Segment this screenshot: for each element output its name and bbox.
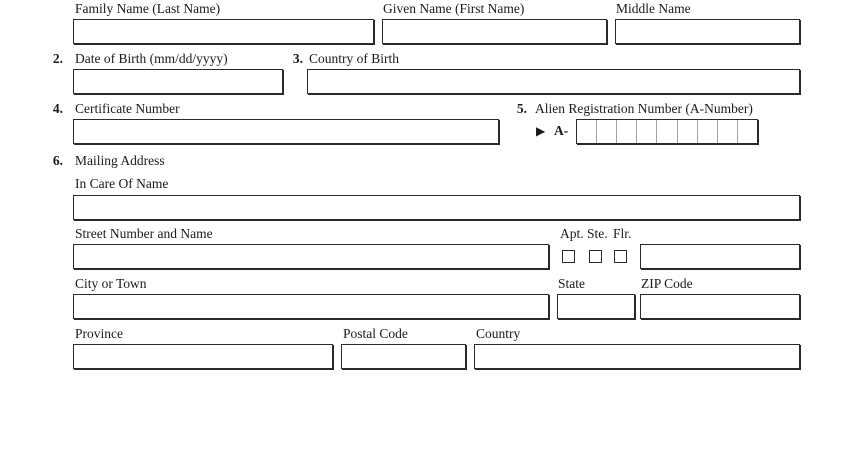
a-number-digit-cell[interactable] xyxy=(738,120,757,143)
dob-input[interactable] xyxy=(74,70,282,93)
a-number-digit-cell[interactable] xyxy=(678,120,698,143)
zip-field[interactable] xyxy=(640,294,800,319)
zip-input[interactable] xyxy=(641,295,799,318)
city-input[interactable] xyxy=(74,295,548,318)
street-field[interactable] xyxy=(73,244,549,269)
a-number-digit-cell[interactable] xyxy=(657,120,678,143)
apt-number-field[interactable] xyxy=(640,244,800,269)
province-input[interactable] xyxy=(74,345,332,368)
country-label: Country xyxy=(476,326,521,341)
a-number-digit-cell[interactable] xyxy=(637,120,658,143)
province-field[interactable] xyxy=(73,344,333,369)
country-input[interactable] xyxy=(475,345,799,368)
dob-field[interactable] xyxy=(73,69,283,94)
a-number-digit-cell[interactable] xyxy=(577,120,598,143)
flr-checkbox[interactable] xyxy=(614,250,627,263)
apt-label: Apt. xyxy=(560,226,584,241)
province-label: Province xyxy=(75,326,123,341)
country-of-birth-label: Country of Birth xyxy=(309,51,399,66)
given-name-field[interactable] xyxy=(382,19,607,44)
arrow-right-icon: ▶ xyxy=(536,124,546,138)
a-number-digit-cell[interactable] xyxy=(718,120,738,143)
ste-label: Ste. xyxy=(587,226,608,241)
middle-name-label: Middle Name xyxy=(616,1,691,16)
a-number-digit-cell[interactable] xyxy=(698,120,718,143)
family-name-input[interactable] xyxy=(74,20,373,43)
country-of-birth-field[interactable] xyxy=(307,69,800,94)
a-number-digit-cell[interactable] xyxy=(597,120,618,143)
care-of-input[interactable] xyxy=(74,196,799,219)
given-name-label: Given Name (First Name) xyxy=(383,1,525,16)
city-label: City or Town xyxy=(75,276,147,291)
certificate-field[interactable] xyxy=(73,119,499,144)
zip-label: ZIP Code xyxy=(641,276,693,291)
flr-label: Flr. xyxy=(613,226,632,241)
apt-number-input[interactable] xyxy=(641,245,799,268)
postal-code-field[interactable] xyxy=(341,344,466,369)
alien-reg-label: Alien Registration Number (A-Number) xyxy=(535,101,753,116)
country-field[interactable] xyxy=(474,344,800,369)
ste-checkbox[interactable] xyxy=(589,250,602,263)
state-label: State xyxy=(558,276,585,291)
given-name-input[interactable] xyxy=(383,20,606,43)
certificate-input[interactable] xyxy=(74,120,498,143)
certificate-label: Certificate Number xyxy=(75,101,180,116)
country-of-birth-input[interactable] xyxy=(308,70,799,93)
street-input[interactable] xyxy=(74,245,548,268)
dob-label: Date of Birth (mm/dd/yyyy) xyxy=(75,51,228,66)
middle-name-input[interactable] xyxy=(616,20,799,43)
mailing-address-heading: Mailing Address xyxy=(75,153,165,168)
apt-checkbox[interactable] xyxy=(562,250,575,263)
state-field[interactable] xyxy=(557,294,635,319)
street-label: Street Number and Name xyxy=(75,226,213,241)
certificate-number-index: 4. xyxy=(52,101,63,116)
mailing-number: 6. xyxy=(52,153,63,168)
care-of-field[interactable] xyxy=(73,195,800,220)
family-name-label: Family Name (Last Name) xyxy=(75,1,221,16)
a-number-prefix: A- xyxy=(554,123,569,138)
state-input[interactable] xyxy=(558,295,634,318)
middle-name-field[interactable] xyxy=(615,19,800,44)
family-name-field[interactable] xyxy=(73,19,374,44)
dob-number: 2. xyxy=(52,51,63,66)
alien-reg-number-index: 5. xyxy=(516,101,527,116)
care-of-label: In Care Of Name xyxy=(75,176,169,191)
a-number-field[interactable] xyxy=(576,119,758,144)
country-of-birth-number: 3. xyxy=(292,51,303,66)
postal-code-input[interactable] xyxy=(342,345,465,368)
postal-code-label: Postal Code xyxy=(343,326,408,341)
city-field[interactable] xyxy=(73,294,549,319)
a-number-digit-cell[interactable] xyxy=(617,120,638,143)
